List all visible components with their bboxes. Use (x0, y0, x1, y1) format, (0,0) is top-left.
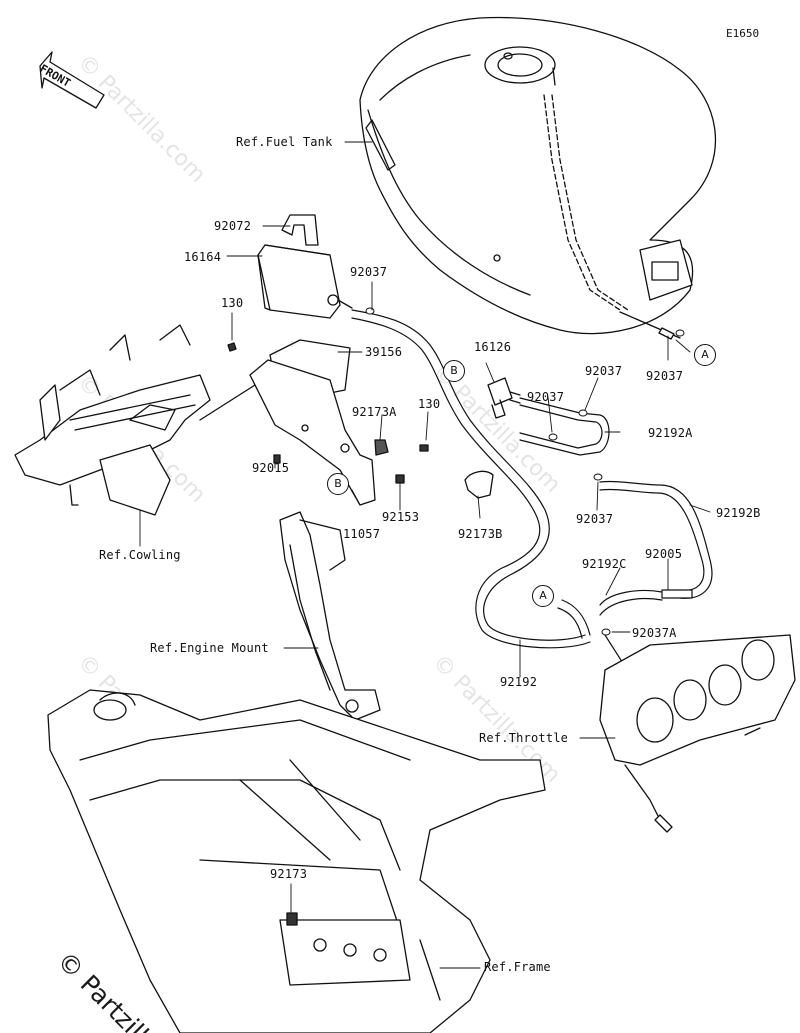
part-label: 92037A (632, 626, 677, 640)
engine-mount-drawing (279, 511, 381, 721)
part-label: 92173B (458, 527, 503, 541)
part-label: Ref.Engine Mount (150, 641, 269, 655)
part-label: Ref.Frame (484, 960, 551, 974)
part-label: 11057 (343, 527, 381, 541)
part-label: 92037 (585, 364, 623, 378)
part-label: Ref.Throttle (479, 731, 569, 745)
marker-label: B (450, 364, 458, 377)
part-label: 92037 (646, 369, 684, 383)
marker-circle: B (443, 360, 465, 382)
solenoid-valve-drawing (487, 377, 521, 419)
marker-label: B (334, 477, 342, 490)
cowling-bracket-drawing (14, 324, 256, 516)
marker-circle: B (327, 473, 349, 495)
part-label: 92037 (350, 265, 388, 279)
marker-label: A (539, 589, 547, 602)
part-label: 92192B (716, 506, 761, 520)
part-label: 92037 (576, 512, 614, 526)
part-label: 16164 (184, 250, 222, 264)
marker-label: A (701, 348, 709, 361)
part-label: Ref.Cowling (99, 548, 181, 562)
part-label: 92192 (500, 675, 538, 689)
part-label: 92153 (382, 510, 420, 524)
part-label: 92173A (352, 405, 397, 419)
part-label: 130 (221, 296, 244, 310)
part-label: Ref.Fuel Tank (236, 135, 333, 149)
frame-drawing (47, 689, 546, 1033)
part-label: 130 (418, 397, 441, 411)
part-label: 92005 (645, 547, 683, 561)
part-label: 92192A (648, 426, 693, 440)
part-label: 92037 (527, 390, 565, 404)
marker-circle: A (532, 585, 554, 607)
hose-clamps-drawing (365, 307, 685, 636)
hose-clip-drawing (464, 470, 494, 499)
front-arrow-icon (39, 51, 105, 109)
marker-circle: A (694, 344, 716, 366)
part-label: 16126 (474, 340, 512, 354)
leader-lines (139, 141, 711, 969)
part-label: 92072 (214, 219, 252, 233)
part-label: 39156 (365, 345, 403, 359)
fuel-tank-drawing (359, 16, 717, 340)
part-label: 92015 (252, 461, 290, 475)
diagram-code: E1650 (726, 27, 760, 40)
canister-drawing (227, 214, 429, 506)
throttle-body-drawing (599, 634, 796, 833)
part-label: 92192C (582, 557, 627, 571)
part-label: 92173 (270, 867, 308, 881)
